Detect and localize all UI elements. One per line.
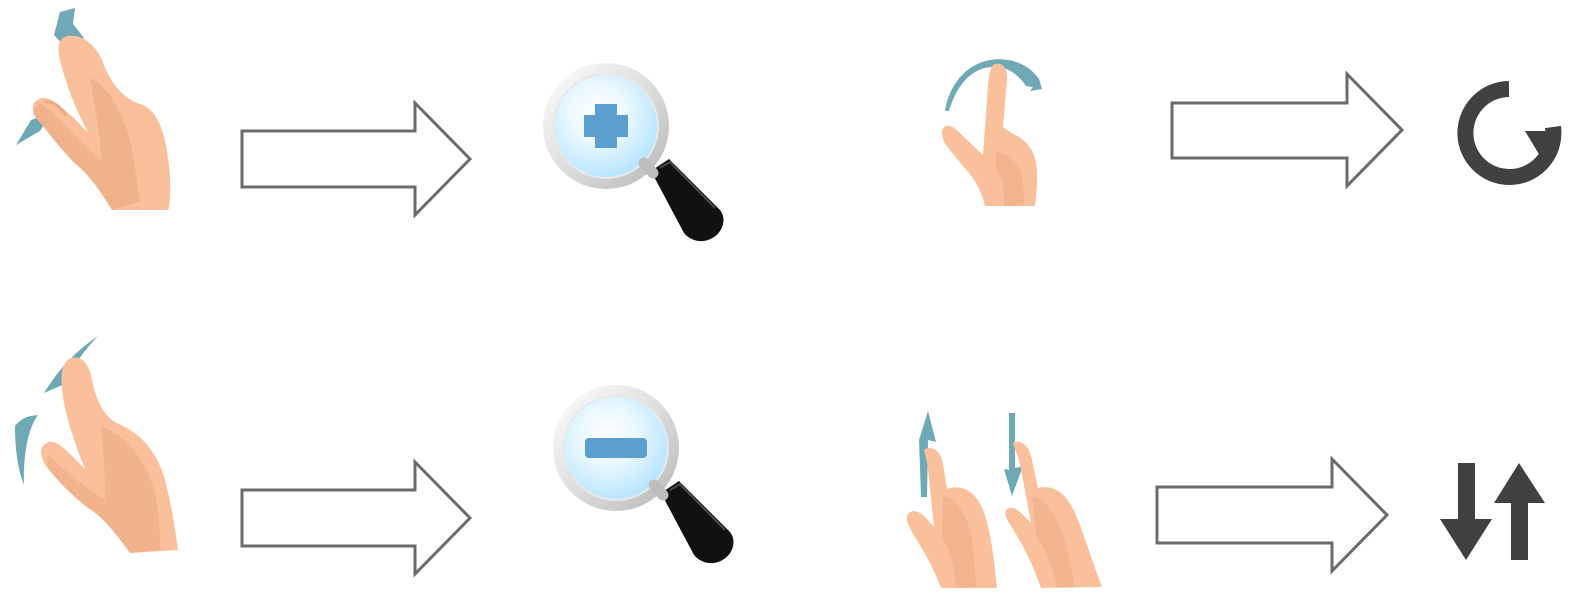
zoom-in-icon <box>539 59 729 249</box>
pinch-in-gesture-icon <box>10 336 188 558</box>
rotate-icon <box>1455 78 1591 196</box>
sort-arrows-icon <box>1440 463 1550 561</box>
right-arrow-icon <box>1170 72 1404 188</box>
pinch-out-gesture-icon <box>8 8 178 218</box>
two-finger-swipe-gesture-icon <box>905 411 1107 589</box>
right-arrow-icon <box>240 101 472 217</box>
zoom-out-icon <box>549 381 739 571</box>
right-arrow-icon <box>240 460 472 576</box>
rotate-gesture-icon <box>938 55 1046 207</box>
right-arrow-icon <box>1155 457 1389 573</box>
